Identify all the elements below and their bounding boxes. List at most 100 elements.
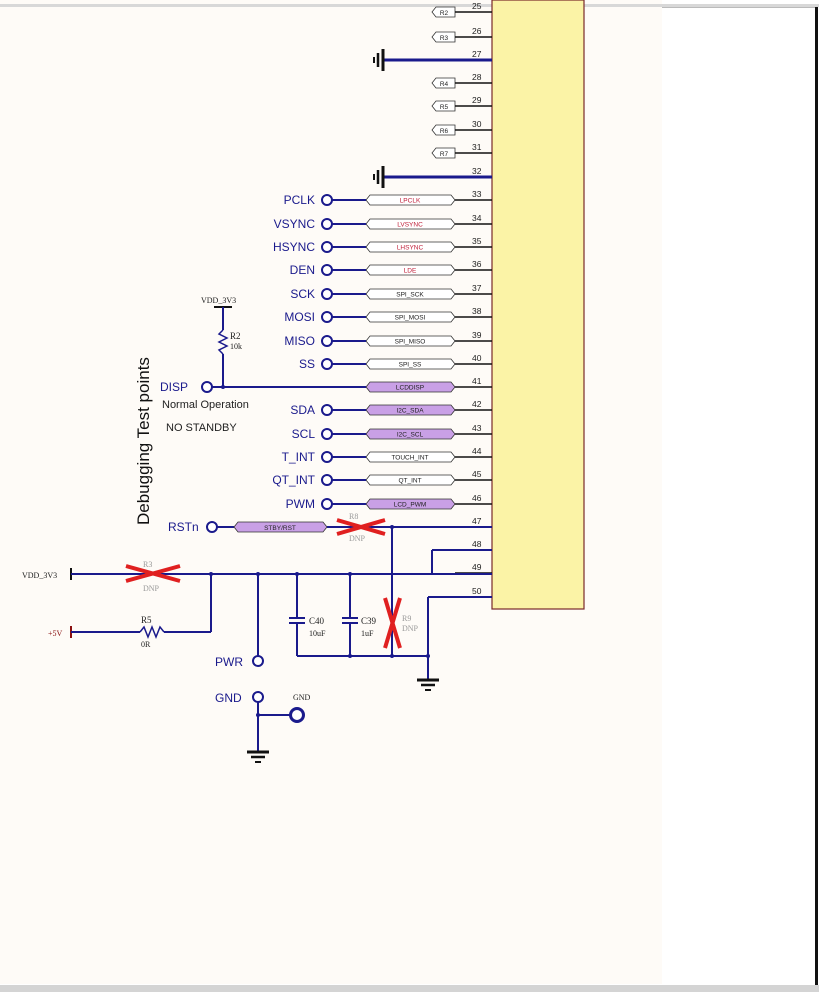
pin-number-37: 37	[472, 283, 482, 293]
gnd-pad[interactable]	[289, 707, 305, 723]
r5-ref: R5	[141, 615, 152, 625]
testpoint-label: PWM	[286, 497, 315, 511]
pin-number-32: 32	[472, 166, 482, 176]
testpoint-vsync[interactable]	[321, 218, 333, 230]
r3-dnp: DNP	[143, 584, 160, 593]
rstn-label: RSTn	[168, 520, 199, 534]
c39-ref: C39	[361, 616, 377, 626]
net-flag-label: I2C_SDA	[396, 408, 424, 415]
pin-number-30: 30	[472, 119, 482, 129]
testpoint-label: T_INT	[282, 450, 316, 464]
pin-number-41: 41	[472, 376, 482, 386]
testpoint-hsync[interactable]	[321, 241, 333, 253]
net-flag-label: SPI_MISO	[395, 339, 426, 346]
note-normal-operation: Normal Operation	[162, 399, 249, 411]
net-flag-label: LVSYNC	[397, 222, 423, 229]
net-flag-label: LCD_PWM	[394, 502, 427, 509]
c40-value: 10uF	[309, 629, 326, 638]
pin-number-48: 48	[472, 539, 482, 549]
testpoint-sda[interactable]	[321, 404, 333, 416]
net-flag-label: LDE	[404, 268, 417, 275]
pwr-testpoint[interactable]	[252, 655, 264, 667]
pin-number-43: 43	[472, 423, 482, 433]
viewer-right-border	[815, 7, 818, 985]
pin-number-38: 38	[472, 306, 482, 316]
testpoint-label: QT_INT	[272, 473, 315, 487]
testpoint-label: SCK	[290, 287, 315, 301]
pin-number-27: 27	[472, 49, 482, 59]
note-no-standby: NO STANDBY	[166, 422, 237, 434]
pin-number-49: 49	[472, 562, 482, 572]
c40-ref: C40	[309, 616, 325, 626]
pin-number-34: 34	[472, 213, 482, 223]
pwr-label: PWR	[215, 655, 243, 669]
debug-title: Debugging Test points	[134, 357, 153, 525]
testpoint-qt_int[interactable]	[321, 474, 333, 486]
net-flag-label: R6	[440, 128, 449, 135]
testpoint-label: SCL	[292, 427, 316, 441]
r8-dnp: DNP	[349, 534, 366, 543]
pin-number-40: 40	[472, 353, 482, 363]
pin-number-44: 44	[472, 446, 482, 456]
r2-resistor	[217, 329, 229, 355]
pin-number-25: 25	[472, 1, 482, 11]
r3-ref: R3	[143, 560, 152, 569]
net-flag-label: LCDDISP	[396, 385, 424, 392]
testpoint-t_int[interactable]	[321, 451, 333, 463]
testpoint-label: MOSI	[284, 310, 315, 324]
testpoint-pclk[interactable]	[321, 194, 333, 206]
testpoint-ss[interactable]	[321, 358, 333, 370]
r2-ref: R2	[230, 331, 241, 341]
testpoint-den[interactable]	[321, 264, 333, 276]
disp-testpoint[interactable]	[201, 381, 213, 393]
net-flag-label: QT_INT	[398, 478, 421, 485]
connector-pins: 25R226R32728R429R530R631R73233LPCLKPCLK3…	[272, 1, 492, 598]
testpoint-label: HSYNC	[273, 240, 315, 254]
r9-ref: R9	[402, 614, 411, 623]
pin-number-35: 35	[472, 236, 482, 246]
net-flag-label: R5	[440, 104, 449, 111]
connector-body	[491, 0, 585, 610]
net-flag-label: R7	[440, 151, 449, 158]
testpoint-label: PCLK	[284, 193, 315, 207]
r9-dnp: DNP	[402, 624, 419, 633]
testpoint-label: VSYNC	[274, 217, 316, 231]
r5-resistor	[139, 624, 165, 640]
net-stby-rst-label: STBY/RST	[264, 525, 296, 532]
viewer-top-edge	[0, 4, 819, 7]
ground-symbol	[417, 678, 439, 691]
r2-value: 10k	[230, 342, 242, 351]
testpoint-label: DEN	[290, 263, 315, 277]
testpoint-label: SS	[299, 357, 315, 371]
testpoint-mosi[interactable]	[321, 311, 333, 323]
net-flag-label: I2C_SCL	[397, 432, 424, 439]
net-flag-label: LHSYNC	[397, 245, 424, 252]
gnd-label: GND	[215, 691, 242, 705]
c39-value: 1uF	[361, 629, 374, 638]
net-flag-label: R2	[440, 10, 449, 17]
viewer-bottom-scrollbar[interactable]	[0, 985, 819, 992]
pin-number-46: 46	[472, 493, 482, 503]
vdd-3v3-label: VDD_3V3	[22, 571, 57, 580]
testpoint-label: SDA	[290, 403, 315, 417]
rstn-testpoint[interactable]	[206, 521, 218, 533]
net-flag-label: SPI_MOSI	[395, 315, 426, 322]
pin-number-50: 50	[472, 586, 482, 596]
net-flag-label: R3	[440, 35, 449, 42]
viewer-top-line	[662, 7, 816, 8]
pin-number-47: 47	[472, 516, 482, 526]
pin-number-39: 39	[472, 330, 482, 340]
pin-number-45: 45	[472, 469, 482, 479]
testpoint-pwm[interactable]	[321, 498, 333, 510]
net-flag-label: LPCLK	[400, 198, 421, 205]
pin-number-29: 29	[472, 95, 482, 105]
testpoint-sck[interactable]	[321, 288, 333, 300]
testpoint-miso[interactable]	[321, 335, 333, 347]
pin-number-36: 36	[472, 259, 482, 269]
testpoint-scl[interactable]	[321, 428, 333, 440]
disp-circuit: VDD_3V3 R2 10k DISP Normal Operation NO …	[160, 296, 366, 434]
ground-symbol	[247, 750, 269, 763]
gnd-testpoint[interactable]	[252, 691, 264, 703]
pin-number-28: 28	[472, 72, 482, 82]
